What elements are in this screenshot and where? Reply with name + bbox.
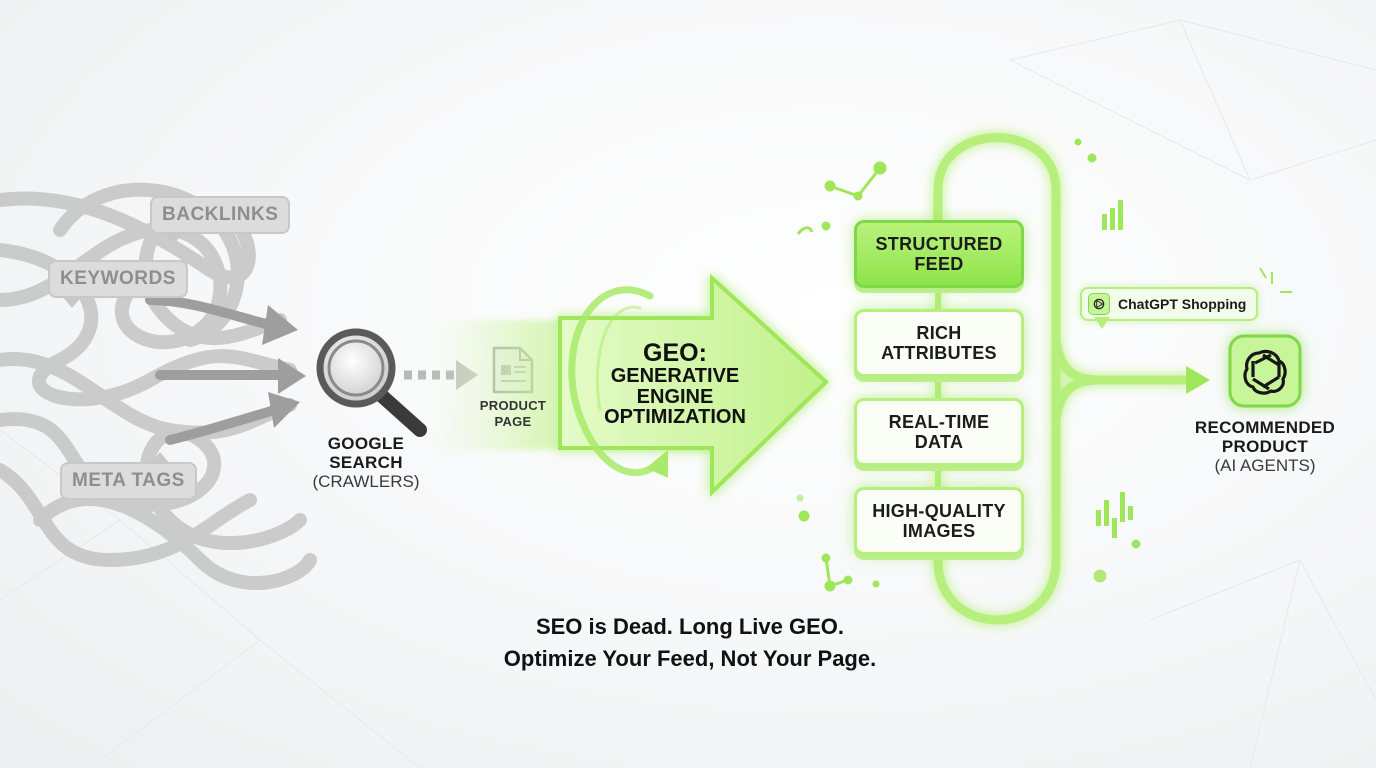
google-label-line: GOOGLE: [327, 434, 405, 453]
card-line: STRUCTURED: [875, 234, 1003, 254]
chatgpt-shopping-badge: ChatGPT Shopping: [1080, 287, 1259, 321]
arrow-icon: [262, 305, 298, 345]
geo-subtitle-line: ENGINE: [636, 386, 714, 408]
recommended-line: RECOMMENDED: [1194, 418, 1336, 437]
bubble-keywords: KEYWORDS: [48, 260, 188, 308]
bubble-backlinks: BACKLINKS: [150, 196, 291, 244]
badge-tail: [1094, 317, 1110, 329]
product-label-line: PRODUCT: [479, 398, 547, 413]
geo-title: GEO: GENERATIVE ENGINE OPTIMIZATION: [580, 340, 770, 428]
card-line: IMAGES: [902, 521, 976, 541]
search-label-line: SEARCH: [329, 453, 403, 472]
magnifier-icon: [316, 328, 427, 437]
card-line: FEED: [914, 254, 964, 274]
arrow-icon: [646, 450, 668, 478]
product-line: PRODUCT: [1221, 437, 1309, 456]
seo-rope-arrows: [145, 295, 285, 445]
geo-title-line: GEO:: [643, 339, 707, 367]
geo-subtitle-line: OPTIMIZATION: [604, 406, 746, 428]
openai-logo-icon: [1228, 334, 1302, 408]
product-page-label: PRODUCT PAGE: [468, 398, 558, 430]
tagline-line-2: Optimize Your Feed, Not Your Page.: [503, 646, 877, 671]
card-line: DATA: [914, 432, 964, 452]
sparkle-decorations: [796, 138, 1292, 592]
card-line: RICH: [916, 323, 962, 343]
arrow-icon: [1186, 366, 1210, 394]
seo-arrowheads: [262, 305, 306, 428]
recommended-product-label: RECOMMENDED PRODUCT (AI AGENTS): [1180, 418, 1350, 476]
chatgpt-badge-label: ChatGPT Shopping: [1118, 296, 1247, 312]
tangled-seo-ropes: [0, 182, 317, 591]
arrow-icon: [278, 358, 306, 394]
ai-agents-line: (AI AGENTS): [1214, 456, 1316, 475]
openai-logo-icon: [1088, 293, 1110, 315]
tagline-line-1: SEO is Dead. Long Live GEO.: [535, 614, 845, 639]
google-search-label: GOOGLE SEARCH (CRAWLERS): [296, 434, 436, 492]
card-line: HIGH-QUALITY: [872, 501, 1006, 521]
bubble-label: BACKLINKS: [162, 204, 279, 225]
page-label-line: PAGE: [494, 414, 532, 429]
geo-arrow: [558, 273, 829, 497]
bubble-label: KEYWORDS: [60, 268, 176, 289]
geo-subtitle-line: GENERATIVE: [610, 365, 740, 387]
crawlers-label-line: (CRAWLERS): [312, 472, 420, 491]
geo-swirl: [568, 286, 664, 476]
card-line: ATTRIBUTES: [881, 343, 997, 363]
arrow-icon: [268, 392, 300, 428]
card-line: REAL-TIME: [888, 412, 990, 432]
bubble-meta-tags: META TAGS: [60, 452, 197, 500]
bubble-label: META TAGS: [72, 470, 185, 491]
